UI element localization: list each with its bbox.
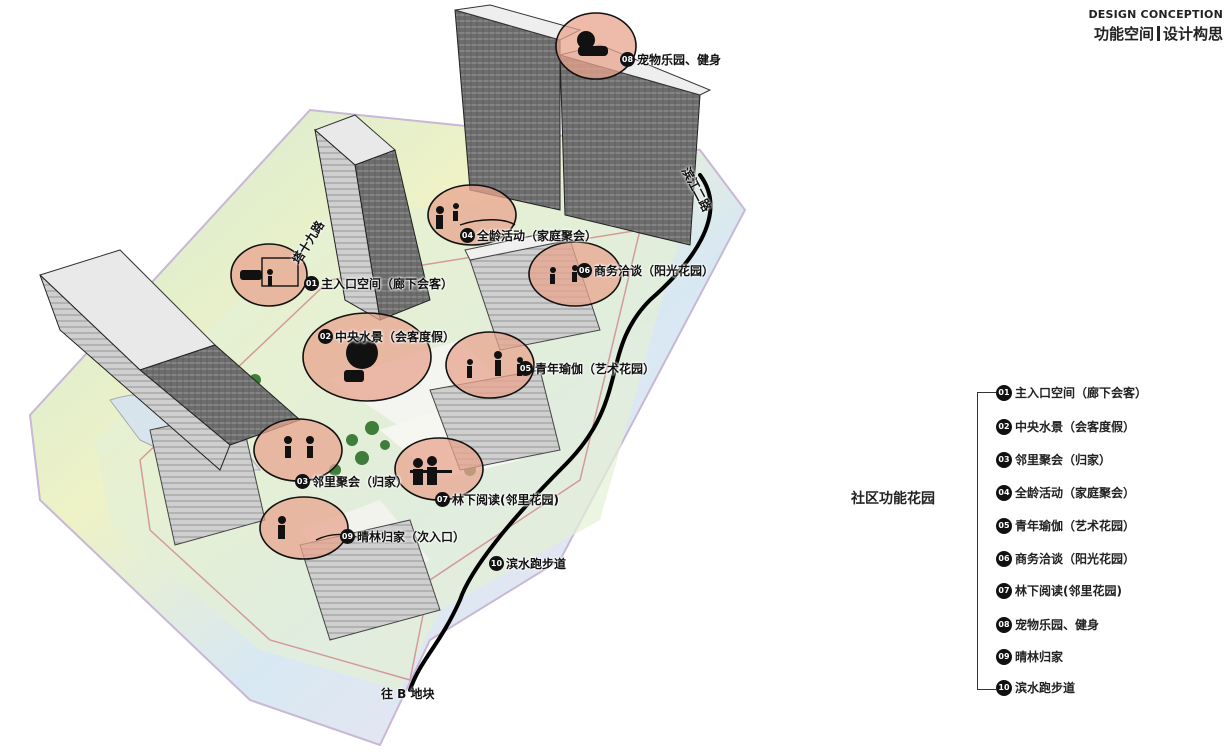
legend-text: 邻里聚会（归家） bbox=[1015, 453, 1112, 467]
legend-title: 社区功能花园 bbox=[851, 491, 935, 507]
map-label-text: 中央水景（会客度假） bbox=[335, 330, 456, 344]
map-label-text: 滨水跑步道 bbox=[506, 557, 567, 571]
legend-text: 宠物乐园、健身 bbox=[1015, 618, 1100, 632]
legend-text: 主入口空间（廊下会客） bbox=[1015, 386, 1148, 400]
legend-number: 06 bbox=[996, 550, 1012, 567]
legend-number: 08 bbox=[996, 616, 1012, 633]
map-label-text: 邻里聚会（归家） bbox=[312, 475, 409, 489]
legend-text: 滨水跑步道 bbox=[1015, 681, 1076, 695]
legend-number: 02 bbox=[996, 418, 1012, 435]
map-label-text: 宠物乐园、健身 bbox=[637, 53, 722, 67]
bubble-neighbor-gathering bbox=[253, 418, 343, 482]
bubble-main-entrance bbox=[230, 243, 308, 307]
bubble-yoga bbox=[445, 331, 535, 399]
legend-number: 04 bbox=[996, 484, 1012, 501]
legend-text: 青年瑜伽（艺术花园） bbox=[1015, 519, 1136, 533]
map-label-text: 全龄活动（家庭聚会） bbox=[477, 229, 598, 243]
tower-northeast-a bbox=[454, 9, 561, 211]
legend-text: 林下阅读(邻里花园) bbox=[1015, 584, 1122, 598]
legend-text: 全龄活动（家庭聚会） bbox=[1015, 486, 1136, 500]
mid-rise-building-center-top bbox=[464, 229, 572, 261]
header-chinese: 功能空间设计构思 bbox=[1088, 23, 1223, 44]
map-label-text: 青年瑜伽（艺术花园） bbox=[535, 362, 656, 376]
legend-number: 03 bbox=[996, 451, 1012, 468]
bubble-homecoming bbox=[259, 496, 349, 560]
map-label-number: 01 bbox=[304, 276, 319, 291]
legend-number: 10 bbox=[996, 679, 1012, 696]
map-label-text: 林下阅读(邻里花园) bbox=[452, 493, 559, 507]
map-label-number: 05 bbox=[518, 361, 533, 376]
activity-bubbles bbox=[230, 12, 637, 560]
page-header: DESIGN CONCEPTION 功能空间设计构思 bbox=[1088, 8, 1223, 44]
legend-number: 01 bbox=[996, 384, 1012, 401]
map-label-number: 07 bbox=[435, 492, 450, 507]
map-label-number: 09 bbox=[340, 529, 355, 544]
header-left: 功能空间 bbox=[1093, 25, 1154, 43]
map-label-number: 02 bbox=[318, 329, 333, 344]
waterfront-running-path bbox=[408, 173, 713, 692]
legend-number: 05 bbox=[996, 517, 1012, 534]
legend-number: 09 bbox=[996, 648, 1012, 665]
header-english: DESIGN CONCEPTION bbox=[1088, 8, 1223, 21]
map-label-text: 晴林归家（次入口） bbox=[357, 530, 466, 544]
map-label-number: 10 bbox=[489, 556, 504, 571]
map-label-number: 03 bbox=[295, 474, 310, 489]
activity-icons-lines bbox=[261, 219, 516, 541]
legend-text: 晴林归家 bbox=[1015, 650, 1064, 664]
header-right: 设计构思 bbox=[1162, 25, 1223, 43]
tower-left-side bbox=[39, 274, 231, 471]
legend-text: 商务洽谈（阳光花园） bbox=[1015, 552, 1136, 566]
map-label-text: 商务洽谈（阳光花园） bbox=[594, 264, 715, 278]
map-label-number: 06 bbox=[577, 263, 592, 278]
activity-icons bbox=[240, 31, 608, 539]
map-label-number: 04 bbox=[460, 228, 475, 243]
legend-bracket bbox=[977, 392, 996, 690]
legend-text: 中央水景（会客度假） bbox=[1015, 420, 1136, 434]
legend-number: 07 bbox=[996, 582, 1012, 599]
header-divider bbox=[1156, 26, 1160, 41]
map-label-number: 08 bbox=[620, 52, 635, 67]
road-label-south: 往 B 地块 bbox=[381, 687, 435, 701]
map-label-text: 主入口空间（廊下会客） bbox=[321, 277, 454, 291]
bubble-all-ages bbox=[427, 184, 517, 246]
